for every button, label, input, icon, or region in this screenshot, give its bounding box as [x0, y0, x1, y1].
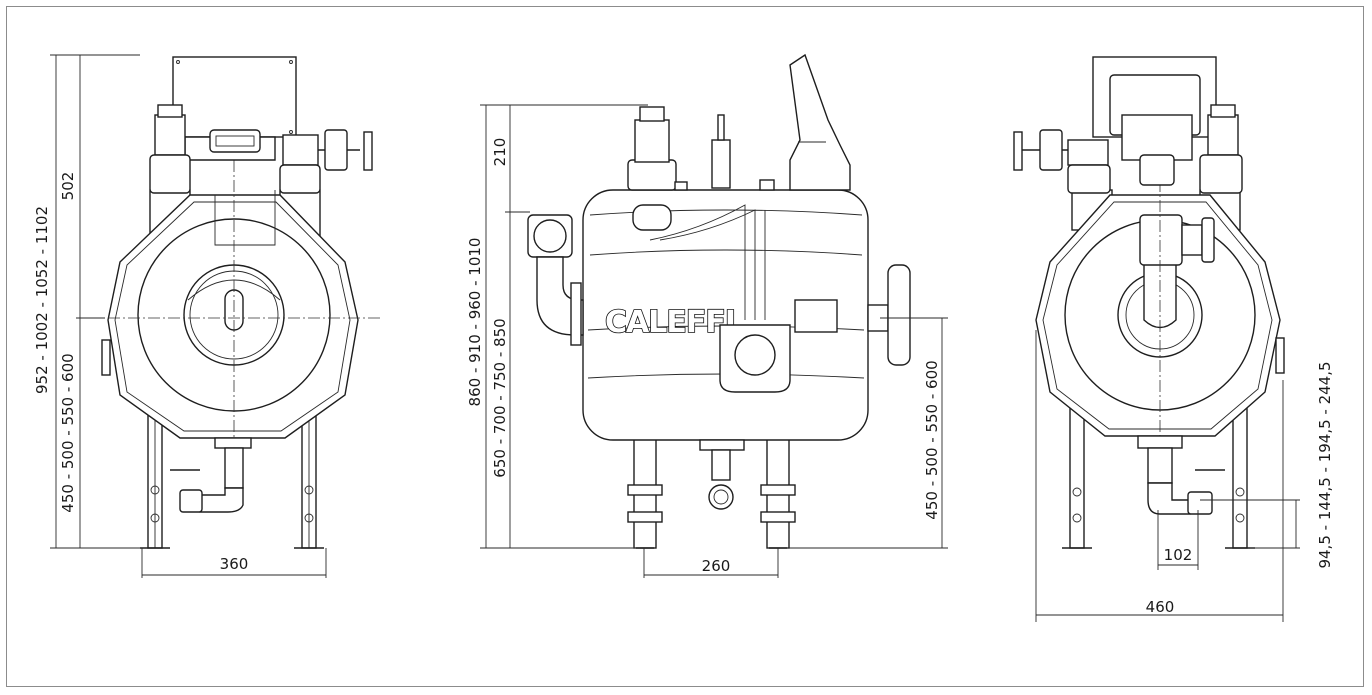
brand-logo-text: CALEFFI — [605, 305, 735, 340]
left-axis-height-label: 450 - 500 - 550 - 600 — [59, 353, 77, 512]
left-leg-spacing-label: 360 — [220, 555, 249, 573]
left-view-separator — [88, 56, 380, 549]
right-drain-offset-label: 102 — [1164, 546, 1193, 564]
center-inlet-height-label: 650 - 700 - 750 - 850 — [491, 318, 509, 477]
center-view-separator: CALEFFI — [527, 53, 911, 549]
left-total-height-label: 952 - 1002 - 1052 - 1102 — [33, 206, 51, 394]
center-axis-height-label: 450 - 500 - 550 - 600 — [923, 360, 941, 519]
right-dimension-lines — [1035, 330, 1300, 622]
center-top-offset-label: 210 — [491, 138, 509, 167]
center-dimension-lines — [480, 104, 948, 578]
drawing-frame — [6, 6, 1364, 687]
center-total-height-label: 860 - 910 - 960 - 1010 — [466, 238, 484, 407]
left-top-offset-label: 502 — [59, 172, 77, 201]
right-drain-height-label: 94,5 - 144,5 - 194,5 - 244,5 — [1316, 361, 1334, 568]
left-dimension-lines — [50, 54, 327, 578]
center-leg-spacing-label: 260 — [702, 557, 731, 575]
right-total-width-label: 460 — [1146, 598, 1175, 616]
right-view-separator — [1013, 56, 1285, 549]
